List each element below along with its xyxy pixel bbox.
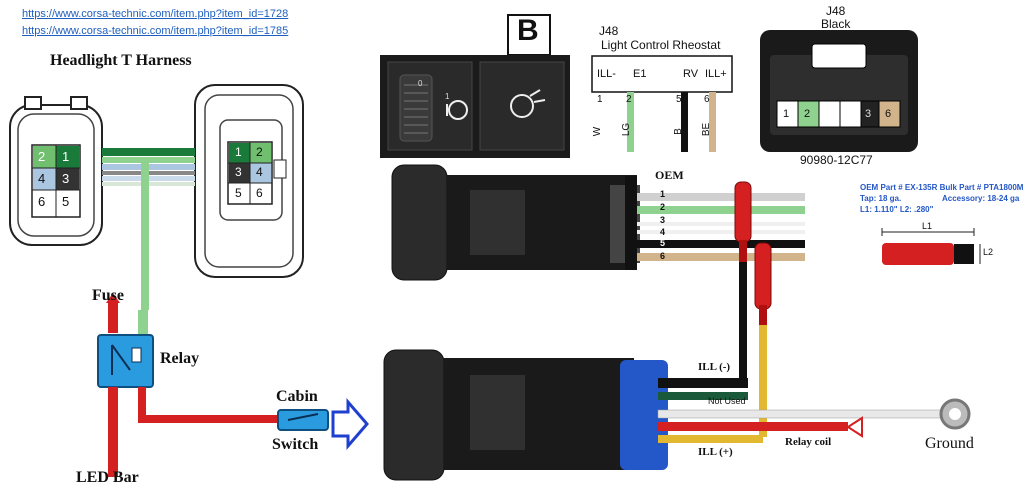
panel-b: [380, 14, 570, 158]
tap-spec-accessory: Accessory: 18-24 ga: [942, 194, 1020, 203]
rheostat-pin: 1: [597, 94, 603, 105]
reference-link-2[interactable]: https://www.corsa-technic.com/item.php?i…: [22, 25, 289, 37]
left-plug-pin: 5: [62, 194, 70, 209]
rheostat-header: ILL+: [705, 68, 727, 80]
rheostat-wire-color: LG: [621, 122, 633, 137]
rheostat-header: ILL-: [597, 68, 616, 80]
j48-part-number: 90980-12C77: [800, 153, 873, 167]
j48-pin: 1: [783, 108, 790, 120]
knob-scale-label: 1: [445, 92, 450, 101]
j48-pin: 2: [804, 108, 811, 120]
panel-b-letter: B: [517, 14, 539, 47]
harness-left-plug: [9, 96, 103, 246]
oem-switch: [391, 164, 805, 281]
right-plug-pin: 6: [256, 186, 263, 200]
cabin-label: Cabin: [276, 388, 318, 405]
rheostat-wire-color: W: [592, 126, 604, 137]
rheostat-header: RV: [683, 68, 699, 80]
harness-title: Headlight T Harness: [50, 52, 192, 69]
ground-label: Ground: [925, 435, 974, 452]
reference-link-1[interactable]: https://www.corsa-technic.com/item.php?i…: [22, 8, 289, 20]
rheostat-table: [591, 55, 733, 152]
switch-label: Switch: [272, 436, 319, 453]
right-plug-pin: 4: [256, 165, 263, 179]
rheostat-wire-color: B: [672, 128, 684, 135]
right-plug-pin: 2: [256, 145, 263, 159]
oem-wire-number: 1: [660, 189, 666, 199]
j48-id: J48: [826, 4, 846, 18]
not-used-label: Not Used: [708, 396, 746, 406]
relay-circuit: [97, 293, 369, 477]
left-plug-pin: 1: [62, 149, 70, 164]
tap-spec-parts: OEM Part # EX-135R Bulk Part # PTA1800M: [860, 183, 1023, 192]
ill-minus-label: ILL (-): [698, 361, 731, 373]
oem-wire-number: 4: [660, 227, 666, 237]
left-plug-pin: 4: [38, 171, 46, 186]
tap-spec-gauge: Tap: 18 ga.: [860, 194, 902, 203]
ill-plus-label: ILL (+): [698, 446, 733, 458]
relay-label: Relay: [160, 350, 200, 367]
cabin-switch-body: [383, 349, 971, 481]
oem-wire-number: 2: [660, 202, 666, 212]
harness-wires: [102, 148, 195, 310]
right-plug-pin: 1: [235, 145, 242, 159]
wire-taps: [734, 181, 772, 437]
rheostat-name: Light Control Rheostat: [601, 38, 721, 52]
j48-pin: 6: [885, 108, 892, 120]
led-bar-label: LED Bar: [76, 469, 139, 486]
rheostat-wire-color: BE: [701, 122, 713, 137]
tap-l2-label: L2: [983, 247, 994, 257]
fuse-label: Fuse: [92, 287, 124, 304]
left-plug-pin: 2: [38, 149, 46, 164]
rheostat-header: E1: [633, 68, 647, 80]
harness-right-plug: [194, 84, 304, 278]
rheostat-id: J48: [599, 24, 619, 38]
left-plug-pin: 6: [38, 194, 46, 209]
rheostat-pin: 6: [704, 94, 710, 105]
relay-coil-label: Relay coil: [785, 436, 832, 448]
posi-tap-illustration: [881, 228, 981, 265]
connector-j48-housing: [760, 30, 918, 152]
oem-wire-number: 5: [660, 238, 666, 248]
left-plug-pin: 3: [62, 171, 70, 186]
oem-wire-number: 6: [660, 251, 666, 261]
rheostat-pin: 5: [676, 94, 682, 105]
j48-color: Black: [821, 17, 851, 31]
oem-label: OEM: [655, 168, 684, 182]
right-plug-pin: 5: [235, 186, 242, 200]
tap-l1-label: L1: [922, 221, 933, 231]
rheostat-pin: 2: [626, 94, 632, 105]
oem-wire-number: 3: [660, 215, 666, 225]
tap-spec-lengths: L1: 1.110" L2: .280": [860, 205, 934, 214]
j48-pin: 3: [865, 108, 872, 120]
knob-scale-label: 0: [418, 79, 423, 88]
right-plug-pin: 3: [235, 165, 242, 179]
